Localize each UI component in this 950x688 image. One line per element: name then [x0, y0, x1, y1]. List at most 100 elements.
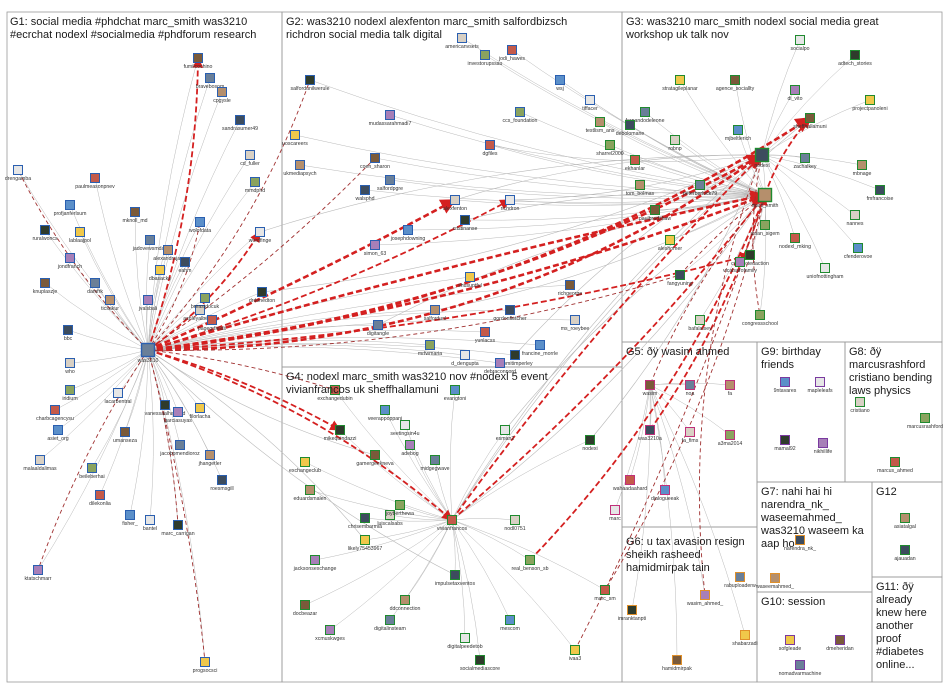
node-avatar[interactable]	[173, 407, 183, 417]
network-node[interactable]: 9ntavares	[774, 377, 797, 395]
network-node[interactable]: zachalkey	[793, 153, 817, 171]
network-node[interactable]: sharrel2000	[596, 140, 624, 158]
node-avatar[interactable]	[385, 510, 395, 520]
network-node[interactable]: evangtoni	[444, 385, 467, 403]
node-avatar[interactable]	[645, 425, 655, 435]
network-node[interactable]: was3210	[138, 342, 159, 365]
network-node[interactable]: d_dengupta	[451, 350, 479, 368]
node-avatar[interactable]	[795, 35, 805, 45]
network-node[interactable]: nikhillife	[814, 438, 833, 456]
node-avatar[interactable]	[207, 315, 217, 325]
node-avatar[interactable]	[105, 295, 115, 305]
node-avatar[interactable]	[95, 490, 105, 500]
network-node[interactable]: naomitimperley	[497, 350, 533, 368]
node-avatar[interactable]	[570, 315, 580, 325]
node-avatar[interactable]	[335, 425, 345, 435]
node-avatar[interactable]	[630, 155, 640, 165]
network-node[interactable]: was3210a	[638, 425, 662, 443]
network-node[interactable]: adebog	[401, 440, 419, 458]
network-node[interactable]: bravebosom	[196, 73, 225, 91]
network-node[interactable]: jadovewsmdan	[132, 235, 168, 253]
node-avatar[interactable]	[50, 405, 60, 415]
network-node[interactable]: marcus_ahmed	[877, 457, 913, 475]
node-avatar[interactable]	[900, 513, 910, 523]
node-avatar[interactable]	[900, 545, 910, 555]
node-avatar[interactable]	[585, 435, 595, 445]
node-avatar[interactable]	[820, 263, 830, 273]
network-node[interactable]: fernandodeleone	[626, 107, 665, 125]
node-avatar[interactable]	[430, 305, 440, 315]
node-avatar[interactable]	[130, 207, 140, 217]
node-avatar[interactable]	[255, 227, 265, 237]
node-avatar[interactable]	[385, 175, 395, 185]
network-node[interactable]: marcusrashford	[907, 413, 943, 431]
network-node[interactable]: nodexl	[754, 147, 770, 170]
node-avatar[interactable]	[300, 457, 310, 467]
network-node[interactable]: salfordpgre	[377, 175, 403, 193]
node-avatar[interactable]	[500, 425, 510, 435]
network-node[interactable]: damfrk	[87, 278, 103, 296]
network-node[interactable]: cristiano	[850, 397, 870, 415]
network-node[interactable]: wolofdata	[189, 217, 211, 235]
node-avatar[interactable]	[450, 195, 460, 205]
node-avatar[interactable]	[400, 420, 410, 430]
network-node[interactable]: waseemahmed_	[756, 573, 794, 591]
node-avatar[interactable]	[330, 385, 340, 395]
network-node[interactable]: chrisembarmia	[348, 513, 382, 531]
network-node[interactable]: mudassarahmadi7	[369, 110, 412, 128]
node-avatar[interactable]	[360, 185, 370, 195]
node-avatar[interactable]	[625, 120, 635, 130]
network-node[interactable]: tom_bolmas	[626, 180, 655, 198]
node-avatar[interactable]	[430, 455, 440, 465]
network-node[interactable]: projectpanoleni	[852, 95, 888, 113]
node-avatar[interactable]	[125, 510, 135, 520]
network-node[interactable]: nomadvarmachine	[779, 660, 822, 678]
node-avatar[interactable]	[890, 457, 900, 467]
network-node[interactable]: cfenderovoe	[844, 243, 873, 261]
network-node[interactable]: jodi_hawes	[498, 45, 525, 63]
node-avatar[interactable]	[875, 185, 885, 195]
network-node[interactable]: real_benson_sb	[512, 555, 549, 573]
network-node[interactable]: ticsakur	[101, 295, 119, 313]
network-node[interactable]: nodexl_mking	[779, 233, 811, 251]
node-avatar[interactable]	[405, 440, 415, 450]
node-avatar[interactable]	[385, 110, 395, 120]
node-avatar[interactable]	[733, 125, 743, 135]
node-avatar[interactable]	[920, 413, 930, 423]
network-node[interactable]: alexandrajas	[153, 245, 183, 263]
node-avatar[interactable]	[818, 438, 828, 448]
node-avatar[interactable]	[635, 180, 645, 190]
node-avatar[interactable]	[163, 245, 173, 255]
network-node[interactable]: drengamba	[5, 165, 31, 183]
node-avatar[interactable]	[257, 287, 267, 297]
node-avatar[interactable]	[245, 150, 255, 160]
node-avatar[interactable]	[735, 572, 745, 582]
network-node[interactable]: connectedaction	[731, 250, 769, 268]
node-avatar[interactable]	[360, 513, 370, 523]
node-avatar[interactable]	[385, 615, 395, 625]
network-node[interactable]: agence_sociallty	[716, 75, 755, 93]
node-avatar[interactable]	[305, 75, 315, 85]
network-node[interactable]: nodl0751	[504, 515, 526, 533]
node-avatar[interactable]	[770, 573, 780, 583]
node-avatar[interactable]	[600, 585, 610, 595]
network-node[interactable]: nodexi	[582, 435, 598, 453]
network-node[interactable]: marc_carrigan	[161, 520, 195, 538]
network-node[interactable]: bantel	[143, 515, 157, 533]
network-node[interactable]: vicalsarofamily	[723, 257, 757, 275]
network-node[interactable]: vanessaalhaddad	[145, 400, 186, 418]
network-node[interactable]: adtech_stories	[838, 50, 872, 68]
network-node[interactable]: shusuptful	[458, 272, 482, 290]
node-avatar[interactable]	[695, 180, 705, 190]
node-avatar[interactable]	[65, 358, 75, 368]
network-node[interactable]: dilekonlia	[89, 490, 111, 508]
node-avatar[interactable]	[195, 403, 205, 413]
node-avatar[interactable]	[113, 388, 123, 398]
node-avatar[interactable]	[805, 113, 815, 123]
node-avatar[interactable]	[525, 555, 535, 565]
node-avatar[interactable]	[700, 590, 710, 600]
node-avatar[interactable]	[40, 278, 50, 288]
node-avatar[interactable]	[155, 265, 165, 275]
network-node[interactable]: impulsetaxventos	[435, 570, 475, 588]
network-node[interactable]: charbcagencysu	[36, 405, 74, 423]
